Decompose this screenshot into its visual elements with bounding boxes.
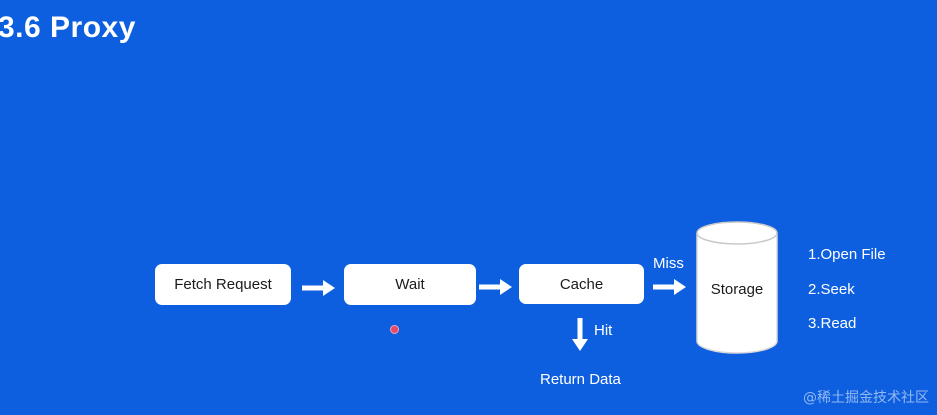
wait-label: Wait <box>395 276 425 293</box>
arrow-fetch-to-wait <box>302 280 335 296</box>
arrow-cache-hit-down <box>572 318 588 351</box>
return-data-label: Return Data <box>540 371 621 388</box>
fetch-request-box: Fetch Request <box>155 264 291 305</box>
storage-step-open-file: 1.Open File <box>808 246 886 263</box>
page-title: 3.6 Proxy <box>0 11 136 44</box>
cache-box: Cache <box>519 264 644 304</box>
cache-label: Cache <box>559 275 604 293</box>
storage-step-read: 3.Read <box>808 315 857 332</box>
watermark: @稀土掘金技术社区 <box>803 390 929 406</box>
arrow-cache-to-storage <box>653 279 686 295</box>
arrow-wait-to-cache <box>479 279 512 295</box>
hit-label: Hit <box>594 322 613 339</box>
pointer-dot <box>390 325 399 334</box>
fetch-request-label: Fetch Request <box>174 276 272 293</box>
storage-label: Storage <box>710 281 764 298</box>
wait-box: Wait <box>344 264 476 305</box>
storage-steps-list: 1.Open File 2.Seek 3.Read <box>808 246 886 350</box>
storage-cylinder <box>696 221 778 354</box>
miss-label: Miss <box>653 255 684 272</box>
storage-step-seek: 2.Seek <box>808 280 855 298</box>
